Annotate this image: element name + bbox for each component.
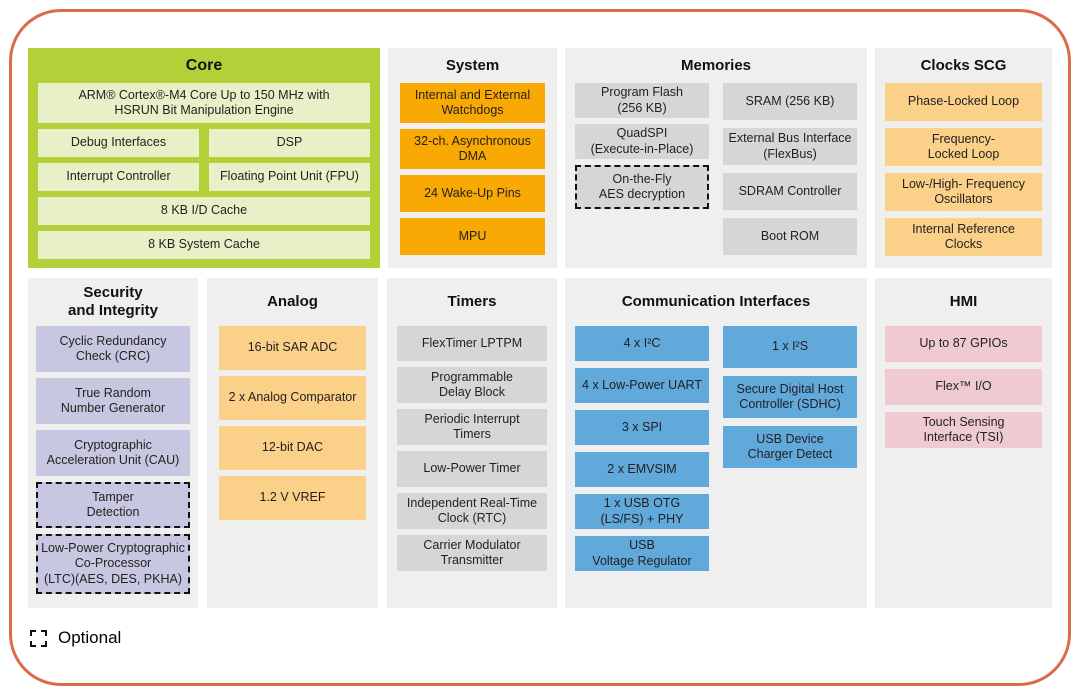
timers-blocks: FlexTimer LPTPM Programmable Delay Block… xyxy=(387,326,557,571)
block-wakeup-pins: 24 Wake-Up Pins xyxy=(400,175,545,212)
section-communication-interfaces: Communication Interfaces 4 x I²C 4 x Low… xyxy=(565,278,867,608)
system-blocks: Internal and External Watchdogs 32-ch. A… xyxy=(388,83,557,255)
section-hmi: HMI Up to 87 GPIOs Flex™ I/O Touch Sensi… xyxy=(875,278,1052,608)
section-title-hmi: HMI xyxy=(949,293,978,310)
block-watchdogs: Internal and External Watchdogs xyxy=(400,83,545,123)
block-oscillators: Low-/High- Frequency Oscillators xyxy=(885,173,1042,211)
block-trng: True Random Number Generator xyxy=(36,378,190,424)
block-low-power-timer: Low-Power Timer xyxy=(397,451,547,487)
analog-blocks: 16-bit SAR ADC 2 x Analog Comparator 12-… xyxy=(207,326,378,520)
block-flexbus: External Bus Interface (FlexBus) xyxy=(723,128,857,165)
block-sram: SRAM (256 KB) xyxy=(723,83,857,120)
block-emvsim: 2 x EMVSIM xyxy=(575,452,709,487)
section-clocks-scg: Clocks SCG Phase-Locked Loop Frequency- … xyxy=(875,48,1052,268)
section-title-clocks-scg: Clocks SCG xyxy=(920,56,1007,74)
core-blocks: ARM® Cortex®-M4 Core Up to 150 MHz with … xyxy=(28,83,380,259)
security-blocks: Cyclic Redundancy Check (CRC) True Rando… xyxy=(28,326,198,594)
section-title-system: System xyxy=(445,56,500,74)
block-id-cache: 8 KB I/D Cache xyxy=(38,197,370,225)
section-timers: Timers FlexTimer LPTPM Programmable Dela… xyxy=(387,278,557,608)
block-analog-comparator: 2 x Analog Comparator xyxy=(219,376,366,420)
block-spi: 3 x SPI xyxy=(575,410,709,445)
block-flextimer: FlexTimer LPTPM xyxy=(397,326,547,361)
block-tsi: Touch Sensing Interface (TSI) xyxy=(885,412,1042,448)
section-title-memories: Memories xyxy=(680,56,752,74)
block-fpu: Floating Point Unit (FPU) xyxy=(209,163,370,191)
optional-legend: Optional xyxy=(30,628,121,648)
block-mpu: MPU xyxy=(400,218,545,255)
block-vref: 1.2 V VREF xyxy=(219,476,366,520)
block-interrupt-controller: Interrupt Controller xyxy=(38,163,199,191)
block-ltc-coprocessor-optional: Low-Power Cryptographic Co-Processor (LT… xyxy=(36,534,190,594)
block-lpuart: 4 x Low-Power UART xyxy=(575,368,709,403)
block-usb-charger-detect: USB Device Charger Detect xyxy=(723,426,857,468)
block-debug-interfaces: Debug Interfaces xyxy=(38,129,199,157)
section-analog: Analog 16-bit SAR ADC 2 x Analog Compara… xyxy=(207,278,378,608)
block-gpios: Up to 87 GPIOs xyxy=(885,326,1042,362)
block-usb-voltage-regulator: USB Voltage Regulator xyxy=(575,536,709,571)
block-i2s: 1 x I²S xyxy=(723,326,857,368)
block-on-the-fly-aes-optional: On-the-Fly AES decryption xyxy=(575,165,709,209)
block-boot-rom: Boot ROM xyxy=(723,218,857,255)
clocks-blocks: Phase-Locked Loop Frequency- Locked Loop… xyxy=(875,83,1052,256)
block-fll: Frequency- Locked Loop xyxy=(885,128,1042,166)
block-programmable-delay: Programmable Delay Block xyxy=(397,367,547,403)
block-quadspi: QuadSPI (Execute-in-Place) xyxy=(575,124,709,159)
block-sar-adc: 16-bit SAR ADC xyxy=(219,326,366,370)
block-i2c: 4 x I²C xyxy=(575,326,709,361)
block-program-flash: Program Flash (256 KB) xyxy=(575,83,709,118)
block-crc: Cyclic Redundancy Check (CRC) xyxy=(36,326,190,372)
communication-columns: 4 x I²C 4 x Low-Power UART 3 x SPI 2 x E… xyxy=(565,326,867,571)
section-title-timers: Timers xyxy=(447,293,497,310)
block-internal-reference-clocks: Internal Reference Clocks xyxy=(885,218,1042,256)
block-async-dma: 32-ch. Asynchronous DMA xyxy=(400,129,545,169)
memories-columns: Program Flash (256 KB) QuadSPI (Execute-… xyxy=(565,83,867,255)
section-security-integrity: Security and Integrity Cyclic Redundancy… xyxy=(28,278,198,608)
block-rtc: Independent Real-Time Clock (RTC) xyxy=(397,493,547,529)
block-sdram-controller: SDRAM Controller xyxy=(723,173,857,210)
block-system-cache: 8 KB System Cache xyxy=(38,231,370,259)
hmi-blocks: Up to 87 GPIOs Flex™ I/O Touch Sensing I… xyxy=(875,326,1052,448)
section-memories: Memories Program Flash (256 KB) QuadSPI … xyxy=(565,48,867,268)
section-title-security: Security and Integrity xyxy=(67,284,158,319)
optional-dashed-box-icon xyxy=(30,629,47,647)
section-title-core: Core xyxy=(185,56,223,74)
block-tamper-detection-optional: Tamper Detection xyxy=(36,482,190,528)
block-carrier-modulator: Carrier Modulator Transmitter xyxy=(397,535,547,571)
block-sdhc: Secure Digital Host Controller (SDHC) xyxy=(723,376,857,418)
block-dac: 12-bit DAC xyxy=(219,426,366,470)
section-title-analog: Analog xyxy=(267,293,318,310)
section-system: System Internal and External Watchdogs 3… xyxy=(388,48,557,268)
block-periodic-interrupt-timers: Periodic Interrupt Timers xyxy=(397,409,547,445)
block-flex-io: Flex™ I/O xyxy=(885,369,1042,405)
block-cau: Cryptographic Acceleration Unit (CAU) xyxy=(36,430,190,476)
block-arm-cortex-m4: ARM® Cortex®-M4 Core Up to 150 MHz with … xyxy=(38,83,370,123)
section-title-communication: Communication Interfaces xyxy=(621,293,811,310)
block-dsp: DSP xyxy=(209,129,370,157)
optional-legend-label: Optional xyxy=(58,628,122,647)
section-core: Core ARM® Cortex®-M4 Core Up to 150 MHz … xyxy=(28,48,380,268)
block-pll: Phase-Locked Loop xyxy=(885,83,1042,121)
block-usb-otg: 1 x USB OTG (LS/FS) + PHY xyxy=(575,494,709,529)
